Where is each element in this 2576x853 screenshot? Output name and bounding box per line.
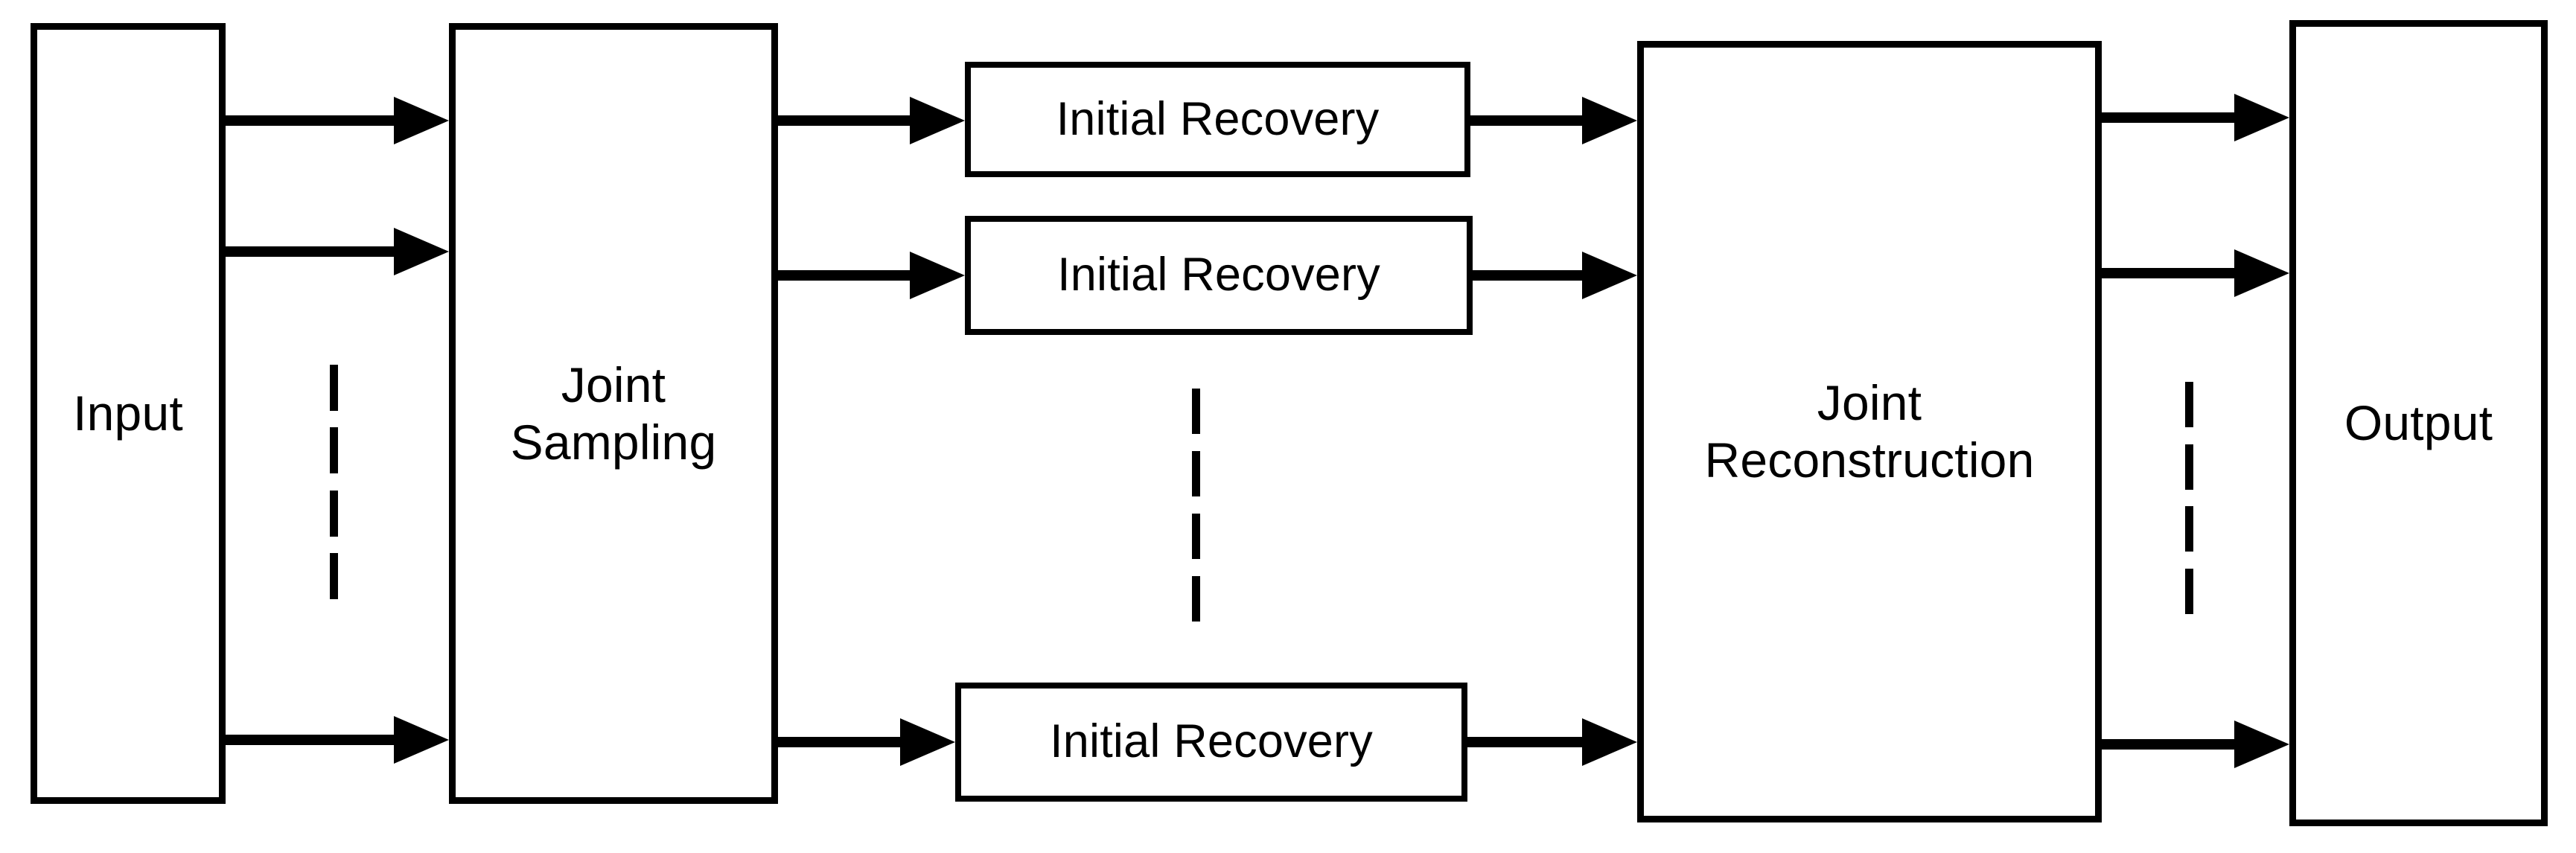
block-input[interactable]: Input (31, 23, 226, 804)
arrow-shaft (1468, 270, 1582, 281)
ellipsis-dash (330, 552, 338, 599)
arrow-shaft (2097, 112, 2234, 123)
block-output-label: Output (2344, 395, 2493, 451)
arrow-shaft (221, 246, 394, 257)
arrow-shaft (774, 115, 910, 126)
recovery-stack-ellipsis (1192, 389, 1200, 622)
block-initial-recovery-n-label: Initial Recovery (1050, 715, 1373, 768)
ellipsis-dash (2185, 568, 2193, 614)
block-input-label: Input (73, 386, 183, 441)
ellipsis-dash (330, 427, 338, 474)
block-output[interactable]: Output (2289, 20, 2548, 826)
arrow-head-icon (394, 97, 449, 144)
block-joint-reconstruction-label: Joint Reconstruction (1704, 375, 2035, 488)
ellipsis-dash (330, 490, 338, 537)
arrow-shaft (2097, 268, 2234, 278)
arrow-head-icon (900, 718, 955, 766)
arrow-shaft (221, 735, 394, 745)
block-initial-recovery-n[interactable]: Initial Recovery (955, 683, 1467, 802)
input-to-sampling-ellipsis (330, 365, 338, 599)
arrow-head-icon (394, 716, 449, 764)
block-initial-recovery-1-label: Initial Recovery (1056, 92, 1380, 145)
arrow-head-icon (2234, 721, 2289, 768)
block-joint-sampling-label: Joint Sampling (510, 357, 717, 470)
ellipsis-dash (2185, 382, 2193, 427)
arrow-head-icon (394, 228, 449, 275)
arrow-shaft (221, 115, 394, 126)
ellipsis-dash (2185, 444, 2193, 490)
reconstruction-to-output-ellipsis (2185, 382, 2193, 614)
block-initial-recovery-2-label: Initial Recovery (1057, 249, 1380, 301)
ellipsis-dash (1192, 576, 1200, 622)
ellipsis-dash (2185, 506, 2193, 552)
arrow-shaft (1463, 737, 1582, 747)
arrow-shaft (774, 737, 900, 747)
ellipsis-dash (1192, 451, 1200, 496)
block-initial-recovery-2[interactable]: Initial Recovery (965, 216, 1473, 335)
arrow-head-icon (1582, 97, 1637, 144)
block-joint-sampling[interactable]: Joint Sampling (449, 23, 778, 804)
arrow-shaft (2097, 739, 2234, 750)
arrow-head-icon (910, 252, 965, 299)
arrow-head-icon (2234, 249, 2289, 297)
ellipsis-dash (1192, 514, 1200, 559)
block-joint-reconstruction[interactable]: Joint Reconstruction (1637, 41, 2102, 822)
ellipsis-dash (1192, 389, 1200, 434)
ellipsis-dash (330, 365, 338, 411)
arrow-shaft (1466, 115, 1582, 126)
arrow-shaft (774, 270, 910, 281)
block-initial-recovery-1[interactable]: Initial Recovery (965, 62, 1470, 177)
arrow-head-icon (1582, 718, 1637, 766)
arrow-head-icon (2234, 94, 2289, 141)
arrow-head-icon (1582, 252, 1637, 299)
arrow-head-icon (910, 97, 965, 144)
